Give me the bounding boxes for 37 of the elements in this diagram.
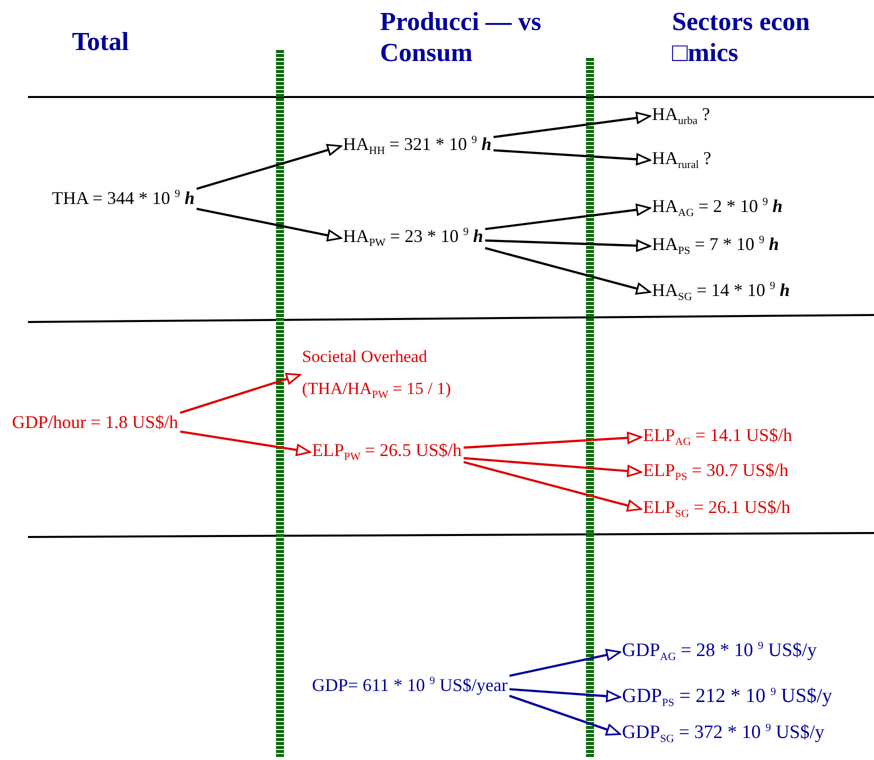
- value-label: THA = 344 * 10 $^{9}$ h: [52, 188, 195, 210]
- value-label: ELP$_{PW}$ = 26.5 US$/h: [312, 440, 462, 464]
- value-label: GDP/hour = 1.8 US$/h: [12, 412, 178, 434]
- arrow: [196, 144, 342, 190]
- arrow: [494, 149, 651, 166]
- value-label: HA$_{PS}$ = 7 * 10 $^{9}$ h: [652, 234, 779, 258]
- heading-text: Societal Overhead: [302, 347, 428, 368]
- arrow: [180, 430, 311, 456]
- value-label: HA$_{AG}$ = 2 * 10 $^{9}$ h: [652, 196, 783, 220]
- arrow: [464, 432, 642, 449]
- arrow: [484, 247, 651, 295]
- value-label: HA$_{urba}$ ?: [652, 104, 710, 128]
- arrow: [196, 208, 342, 242]
- value-label: ELP$_{AG}$ = 14.1 US$/h: [643, 425, 792, 450]
- value-label: GDP= 611 * 10 $^{9}$ US$/year: [312, 675, 508, 697]
- arrow: [485, 204, 651, 230]
- column-heading: Total: [72, 26, 129, 58]
- value-label: ELP$_{PS}$ = 30.7 US$/h: [643, 460, 788, 484]
- value-label: HA$_{SG}$ = 14 * 10 $^{9}$ h: [652, 280, 790, 304]
- arrow: [509, 648, 621, 677]
- arrow: [463, 461, 642, 512]
- value-label: ELP$_{SG}$ = 26.1 US$/h: [643, 497, 790, 522]
- value-label: HA$_{PW}$ = 23 * 10 $^{9}$ h: [343, 226, 484, 250]
- arrow: [493, 112, 651, 138]
- value-label: GDP$_{SG}$ = 372 * 10 $^{9}$ US$/y: [622, 722, 824, 746]
- arrow: [485, 239, 651, 252]
- arrow: [180, 372, 301, 414]
- value-label: HA$_{rural}$ ?: [652, 148, 712, 172]
- arrow: [509, 688, 621, 702]
- column-heading: Sectors econ □mics: [672, 6, 811, 68]
- value-label: GDP$_{AG}$ = 28 * 10 $^{9}$ US$/y: [622, 640, 817, 664]
- value-label: GDP$_{PS}$ = 212 * 10 $^{9}$ US$/y: [622, 684, 832, 710]
- column-heading: Producci — vs Consum: [380, 6, 542, 68]
- arrow: [464, 457, 642, 478]
- arrow: [509, 694, 621, 736]
- value-label: HA$_{HH}$ = 321 * 10 $^{9}$ h: [343, 134, 492, 158]
- ratio-label: (THA/HA$_{PW}$ = 15 / 1): [302, 379, 451, 403]
